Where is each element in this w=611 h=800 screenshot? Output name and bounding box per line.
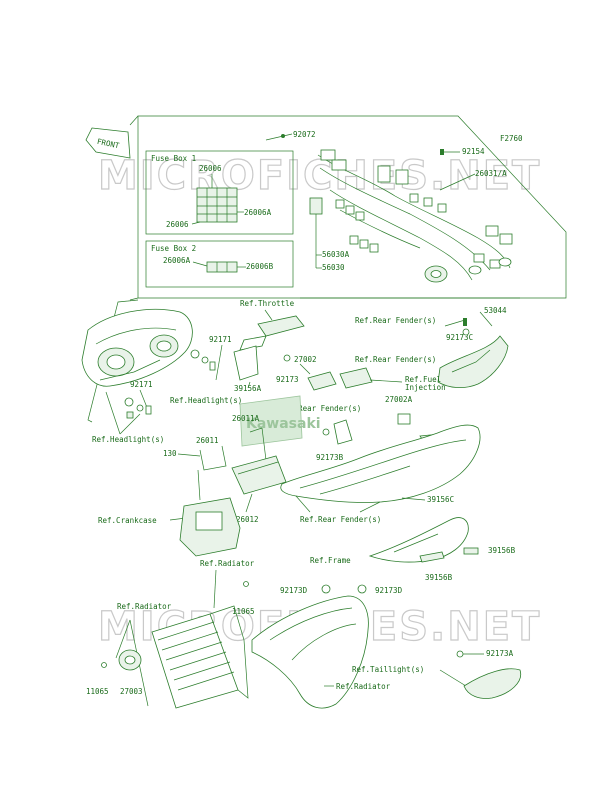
- harness-panel: [129, 115, 567, 301]
- callout-27002A: 27002A: [385, 395, 413, 404]
- taillight-lens: [463, 668, 522, 699]
- callout-26011A: 26011A: [232, 414, 260, 423]
- wire-harness: [309, 149, 513, 283]
- ref-throttle: Ref.Throttle: [240, 299, 295, 308]
- ref-radiator-top: Ref.Radiator: [200, 559, 255, 568]
- seat-cowl-bracket: [368, 517, 469, 563]
- fuse-block-1: [196, 187, 238, 223]
- fuse-box-1-part-26006A: 26006A: [244, 208, 272, 217]
- rear-fender: [280, 424, 481, 503]
- callout-27003: 27003: [120, 687, 143, 696]
- callout-11065-lower: 11065: [86, 687, 109, 696]
- callout-39156B-lower: 39156B: [425, 573, 453, 582]
- callout-92173A: 92173A: [486, 649, 514, 658]
- ref-frame: Ref.Frame: [310, 556, 351, 565]
- crankcase-cover: [179, 469, 241, 557]
- fuse-box-1-part-26006-top: 26006: [199, 164, 222, 173]
- throttle-bracket: [239, 315, 305, 351]
- taillight-bracket: [437, 335, 509, 388]
- callout-92173D-right: 92173D: [375, 586, 403, 595]
- callout-92154: 92154: [462, 147, 485, 156]
- ecu-bracket: [231, 455, 287, 495]
- callout-39156C: 39156C: [427, 495, 454, 504]
- ref-rear-fender-top: Ref.Rear Fender(s): [355, 316, 436, 325]
- headlight-assembly: [81, 308, 193, 387]
- callout-27002: 27002: [294, 355, 317, 364]
- ref-rear-fender-center: Ref.Rear Fender(s): [280, 404, 361, 413]
- callout-26011: 26011: [196, 436, 219, 445]
- ref-crankcase: Ref.Crankcase: [98, 516, 157, 525]
- callout-92173C: 92173C: [446, 333, 473, 342]
- callout-11065-upper: 11065: [232, 607, 255, 616]
- fuse-box-1: Fuse Box 1 26006 26006A 26006: [145, 150, 294, 235]
- kawasaki-badge-text: Kawasaki: [246, 416, 321, 432]
- callout-39156B: 39156B: [488, 546, 516, 555]
- ref-fuel-line2: Injection: [405, 383, 446, 392]
- lower-cowl: [251, 595, 369, 709]
- fuse-box-2: Fuse Box 2 26006A 26006B: [145, 240, 294, 288]
- fuse-box-1-title: Fuse Box 1: [151, 154, 196, 163]
- callout-92173: 92173: [276, 375, 299, 384]
- watermark-top: MICROFICHES.NET: [98, 153, 541, 199]
- front-arrow-icon: FRONT: [85, 127, 131, 159]
- callout-56030: 56030: [322, 263, 345, 272]
- ref-taillight: Ref.Taillight(s): [352, 665, 424, 674]
- cooling-fan: [118, 649, 142, 671]
- ref-headlight-mid: Ref.Headlight(s): [170, 396, 242, 405]
- callout-92173D-left: 92173D: [280, 586, 308, 595]
- callout-26012: 26012: [236, 515, 259, 524]
- fuse-box-2-part-26006B: 26006B: [246, 262, 274, 271]
- kawasaki-badge: Kawasaki: [239, 395, 321, 447]
- callout-26031A: 26031/A: [475, 169, 507, 178]
- fuse-box-2-title: Fuse Box 2: [151, 244, 196, 253]
- figure-code: F2760: [500, 134, 523, 143]
- relay-blocks: [307, 367, 373, 391]
- callout-53044: 53044: [484, 306, 507, 315]
- fuse-block-2: [206, 261, 238, 273]
- callout-39156A: 39156A: [234, 384, 262, 393]
- fuse-box-1-part-26006-bottom: 26006: [166, 220, 189, 229]
- ref-headlight-left: Ref.Headlight(s): [92, 435, 164, 444]
- ref-radiator-bottom: Ref.Radiator: [336, 682, 391, 691]
- callout-56030A: 56030A: [322, 250, 350, 259]
- callout-92072: 92072: [293, 130, 316, 139]
- ref-rear-fender-bottom: Ref.Rear Fender(s): [300, 515, 381, 524]
- ref-rear-fender-mid: Ref.Rear Fender(s): [355, 355, 436, 364]
- callout-92171-upper: 92171: [209, 335, 232, 344]
- ref-fuel-line1: Ref.Fuel: [405, 375, 441, 384]
- callout-130: 130: [163, 449, 177, 458]
- callout-92173B: 92173B: [316, 453, 344, 462]
- fuse-box-2-part-26006A: 26006A: [163, 256, 191, 265]
- radiator-core: [151, 605, 249, 709]
- callout-92171-lower: 92171: [130, 380, 153, 389]
- ref-radiator-left: Ref.Radiator: [117, 602, 172, 611]
